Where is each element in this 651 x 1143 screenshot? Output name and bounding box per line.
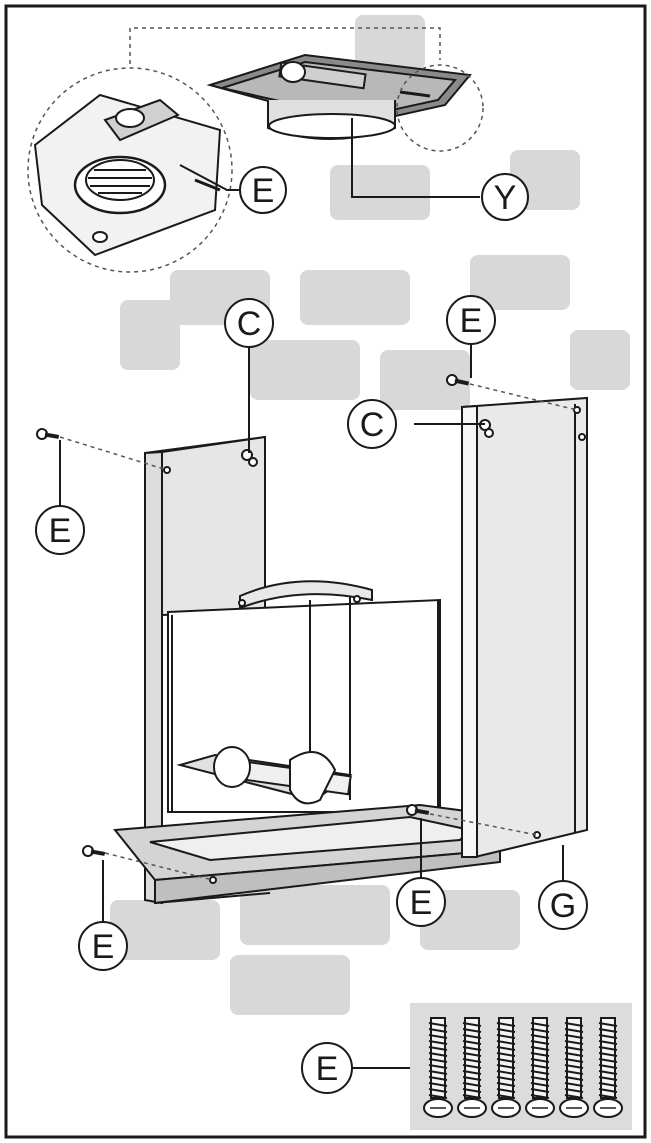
legend-screw xyxy=(423,1017,453,1118)
legend-screw xyxy=(525,1017,555,1118)
callout-e-left: E xyxy=(35,505,85,555)
svg-text:E: E xyxy=(92,928,115,966)
screw-guides xyxy=(59,383,578,881)
top-flange-unit xyxy=(206,53,472,140)
screw-left xyxy=(35,427,61,443)
callout-y: Y xyxy=(481,173,529,221)
legend-screw xyxy=(593,1017,623,1118)
leader-lines xyxy=(59,118,564,1069)
legend-screws xyxy=(423,1017,623,1118)
svg-text:E: E xyxy=(252,172,275,210)
legend-screw xyxy=(457,1017,487,1118)
legend-screw xyxy=(491,1017,521,1118)
svg-text:E: E xyxy=(316,1050,339,1088)
magnified-detail xyxy=(27,67,233,273)
svg-text:C: C xyxy=(237,305,262,343)
callout-e-bottom-left: E xyxy=(78,921,128,971)
svg-text:Y: Y xyxy=(494,179,517,217)
hood-body xyxy=(113,396,588,905)
top-detail-circle xyxy=(396,64,484,152)
svg-text:E: E xyxy=(410,884,433,922)
callout-g: G xyxy=(538,880,588,930)
callout-e-top-right: E xyxy=(446,295,496,345)
svg-text:E: E xyxy=(49,512,72,550)
callout-e-bottom-mid: E xyxy=(396,877,446,927)
callout-e-detail: E xyxy=(239,166,287,214)
detail-link-line xyxy=(129,27,441,80)
page-frame xyxy=(4,4,647,1139)
svg-text:E: E xyxy=(460,302,483,340)
svg-text:C: C xyxy=(360,406,385,444)
callout-e-legend: E xyxy=(301,1042,353,1094)
callout-c-left: C xyxy=(224,298,274,348)
screw-bottom-left xyxy=(81,844,107,860)
svg-text:G: G xyxy=(550,887,576,925)
callout-c-right: C xyxy=(347,399,397,449)
legend-screw xyxy=(559,1017,589,1118)
